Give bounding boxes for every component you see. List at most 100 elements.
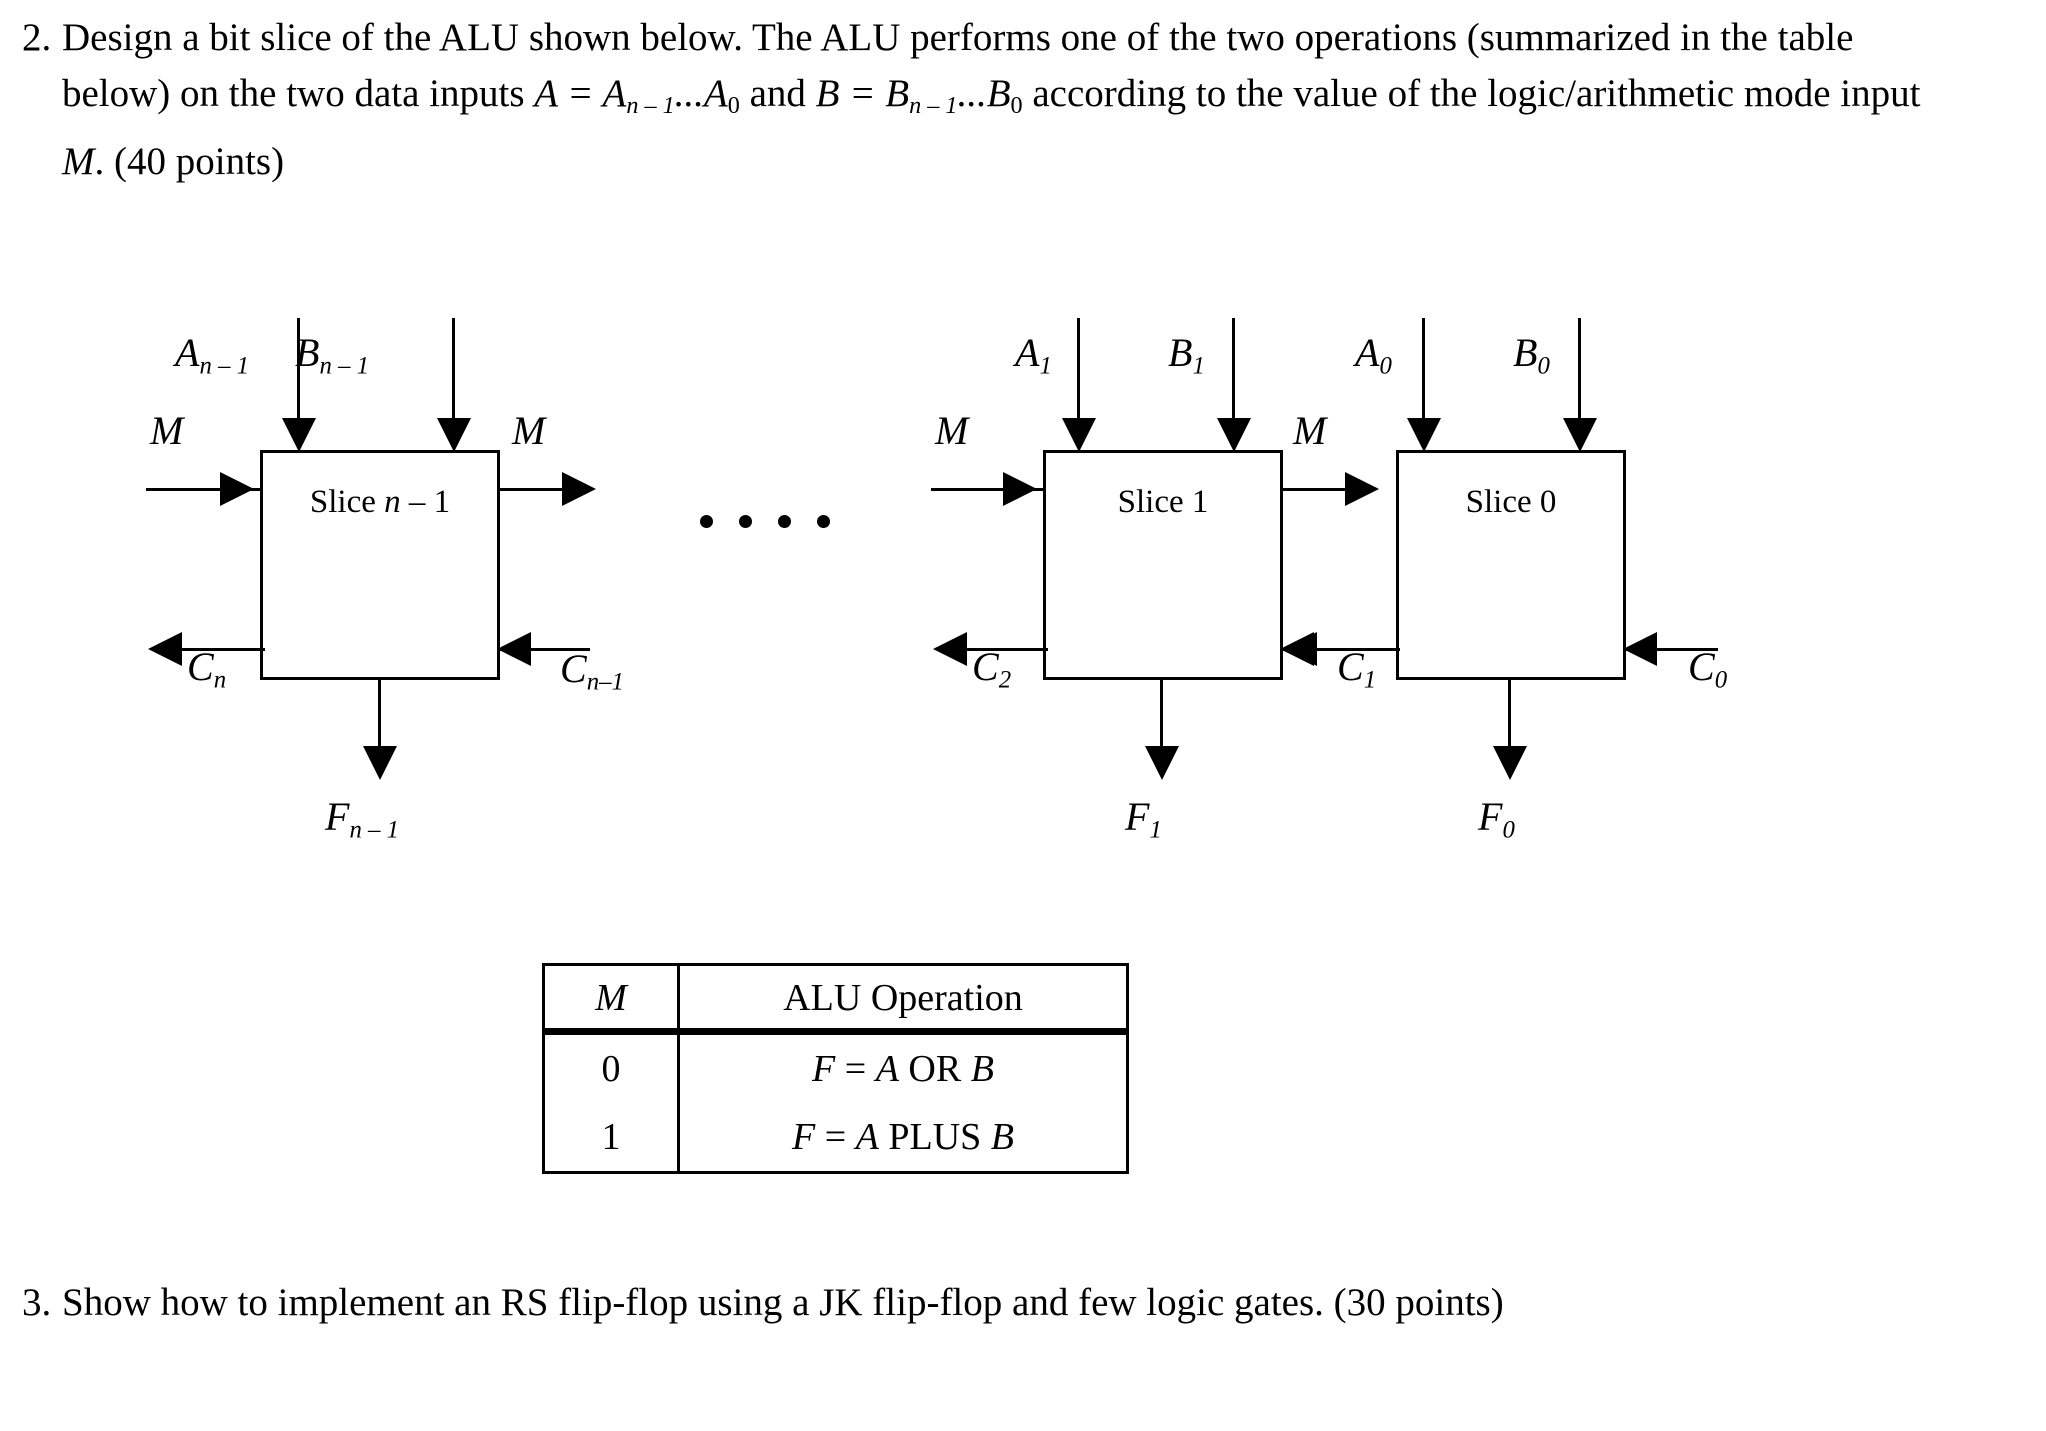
- cell-operation-1: F = A PLUS B: [677, 1103, 1129, 1173]
- arrowhead-c-n-1-in: [497, 632, 531, 666]
- label-c-n-base: C: [187, 644, 214, 689]
- cell-op-1-a: A: [855, 1116, 879, 1158]
- label-b-n-1: Bn – 1: [295, 332, 369, 387]
- arrowhead-m-in-slice-1: [1003, 472, 1037, 506]
- slice-0-label-suffix: 0: [1539, 484, 1557, 520]
- cell-mode-0: 0: [542, 1031, 680, 1103]
- label-a-n-1-base: A: [175, 330, 200, 375]
- q2-and-word: and: [739, 72, 816, 115]
- arrowhead-c-n-out: [148, 632, 182, 666]
- slice-1-label: Slice 1: [1046, 483, 1280, 521]
- table-row: 1 F = A PLUS B: [542, 1103, 1129, 1173]
- table-header-row: M ALU Operation: [542, 964, 1129, 1035]
- q2-segment-1: Design a bit slice of the ALU shown belo…: [62, 16, 1854, 115]
- q2-b-subscript-high: n – 1: [909, 91, 958, 119]
- arrowhead-m-out-slice-n-1: [562, 472, 596, 506]
- label-m-out-slice-1-text: M: [1293, 408, 1327, 453]
- cell-op-0-b: B: [970, 1048, 994, 1090]
- label-a-1-base: A: [1015, 330, 1040, 375]
- wire-a-n-1: [297, 318, 300, 440]
- q2-mode-variable: M: [62, 139, 95, 183]
- wire-c-0-in: [1626, 648, 1718, 651]
- wire-a-0: [1422, 318, 1425, 440]
- slice-1-label-prefix: Slice: [1117, 484, 1192, 520]
- wire-f-n-1: [378, 680, 381, 768]
- label-c-n-1: Cn–1: [560, 648, 624, 703]
- wire-a-1: [1077, 318, 1080, 440]
- label-c-1-base: C: [1337, 644, 1364, 689]
- label-b-n-1-base: B: [295, 330, 320, 375]
- label-a-n-1-sub: n – 1: [199, 352, 250, 380]
- label-a-0-sub: 0: [1379, 352, 1392, 380]
- question-2: 2. Design a bit slice of the ALU shown b…: [0, 10, 1990, 190]
- wire-m-in-slice-1: [931, 488, 1043, 491]
- cell-op-0-word: OR: [898, 1048, 971, 1090]
- slice-1-box: Slice 1: [1043, 450, 1283, 680]
- q2-a-subscript-high: n – 1: [626, 91, 675, 119]
- wire-c-1-out-slice-0: [1310, 648, 1400, 651]
- label-f-n-1: Fn – 1: [325, 796, 399, 851]
- label-m-in-slice-1-text: M: [935, 408, 969, 453]
- question-3-text: Show how to implement an RS flip-flop us…: [62, 1281, 1504, 1324]
- q2-b-subscript-low: 0: [1010, 91, 1023, 119]
- slice-n-1-label-prefix: Slice: [309, 484, 385, 520]
- label-a-0-base: A: [1355, 330, 1380, 375]
- q2-a-mid: ...A: [674, 72, 728, 115]
- cell-op-1-word: PLUS: [878, 1116, 991, 1158]
- q2-b-equation: B = B: [815, 72, 910, 115]
- arrowhead-a-1: [1062, 418, 1096, 452]
- wire-m-out-slice-n-1: [500, 488, 578, 491]
- slice-n-1-label-var: n: [384, 484, 401, 520]
- label-m-out-slice-n-1: M: [512, 410, 545, 452]
- label-m-in-slice-n-1-text: M: [150, 408, 184, 453]
- label-c-2: C2: [972, 646, 1011, 701]
- label-b-1-sub: 1: [1192, 352, 1205, 380]
- wire-f-0: [1508, 680, 1511, 768]
- cell-operation-0: F = A OR B: [677, 1031, 1129, 1103]
- label-a-n-1: An – 1: [175, 332, 249, 387]
- label-c-1-sub: 1: [1363, 666, 1377, 694]
- q2-a-subscript-low: 0: [727, 91, 740, 119]
- ellipsis-dot: [778, 515, 791, 528]
- label-c-0-base: C: [1688, 644, 1715, 689]
- slice-ellipsis-dots: [700, 515, 830, 528]
- header-cell-operation: ALU Operation: [677, 964, 1129, 1035]
- cell-op-0-a: A: [875, 1048, 899, 1090]
- label-a-1: A1: [1015, 332, 1052, 387]
- label-b-1-base: B: [1168, 330, 1193, 375]
- cell-op-0-f: F: [812, 1048, 836, 1090]
- cell-op-0-eq: =: [835, 1048, 876, 1090]
- label-f-0-base: F: [1478, 794, 1503, 839]
- label-f-n-1-sub: n – 1: [349, 816, 400, 844]
- label-b-0: B0: [1513, 332, 1550, 387]
- label-f-0: F0: [1478, 796, 1515, 851]
- arrowhead-f-n-1: [363, 746, 397, 780]
- wire-m-in-slice-n-1: [146, 488, 260, 491]
- wire-m-out-slice-1: [1283, 488, 1361, 491]
- arrowhead-a-0: [1407, 418, 1441, 452]
- arrowhead-b-1: [1217, 418, 1251, 452]
- q2-segment-3: . (40 points): [94, 139, 285, 183]
- arrowhead-f-0: [1493, 746, 1527, 780]
- label-a-0: A0: [1355, 332, 1392, 387]
- alu-operation-table: M ALU Operation 0 F = A OR B 1 F = A PLU…: [542, 963, 1129, 1174]
- arrowhead-m-out-slice-1: [1345, 472, 1379, 506]
- label-f-1-base: F: [1125, 794, 1150, 839]
- label-m-out-slice-n-1-text: M: [512, 408, 546, 453]
- question-3-number: 3.: [22, 1281, 52, 1324]
- wire-c-2-out: [960, 648, 1048, 651]
- arrowhead-a-n-1: [282, 418, 316, 452]
- label-c-2-sub: 2: [998, 666, 1012, 694]
- ellipsis-dot: [700, 515, 713, 528]
- label-f-1: F1: [1125, 796, 1162, 851]
- label-b-1: B1: [1168, 332, 1205, 387]
- arrowhead-b-0: [1563, 418, 1597, 452]
- q2-operand-a: A = An – 1...A0: [534, 72, 740, 119]
- wire-b-n-1: [452, 318, 455, 440]
- label-m-out-slice-1: M: [1293, 410, 1326, 452]
- q2-a-equation: A = A: [534, 72, 627, 115]
- slice-n-1-box: Slice n – 1: [260, 450, 500, 680]
- cell-mode-1: 1: [542, 1103, 680, 1173]
- cell-op-1-eq: =: [815, 1116, 856, 1158]
